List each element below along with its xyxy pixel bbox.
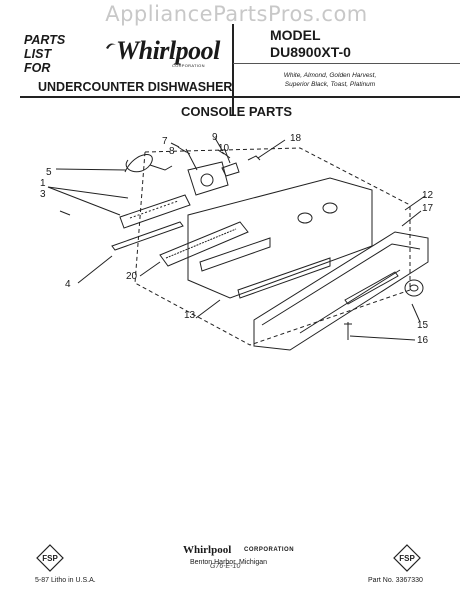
harness-lead	[149, 164, 173, 171]
callout-9: 9	[212, 132, 218, 143]
whirlpool-logo-corporation: CORPORATION	[172, 63, 205, 68]
watermark-text: AppliancePartsPros.com	[105, 2, 368, 26]
callout-10: 10	[218, 143, 230, 154]
screw-16	[344, 322, 352, 340]
color-options: White, Almond, Golden Harvest, Superior …	[255, 71, 405, 89]
clip-18	[247, 155, 261, 161]
assembly-outline	[134, 147, 411, 346]
callout-8: 8	[169, 146, 175, 157]
parts-list-label: PARTS LIST FOR	[24, 33, 65, 75]
callout-13: 13	[184, 310, 196, 321]
console-trim-line	[299, 269, 401, 334]
panel-lower-slot	[237, 257, 331, 299]
header-rule	[20, 96, 460, 98]
callout-17: 17	[422, 203, 434, 214]
callout-15: 15	[417, 320, 429, 331]
callout-12: 12	[422, 190, 434, 201]
lens-strip	[111, 221, 184, 251]
footer-corporation: CORPORATION	[244, 547, 295, 553]
part-number: Part No. 3367330	[368, 577, 423, 584]
litho-note: 5-87 Litho in U.S.A.	[35, 577, 96, 584]
pushbutton-rail	[119, 194, 191, 229]
fsp-text-right: FSP	[399, 554, 415, 563]
callout-5: 5	[46, 167, 52, 178]
timer-bracket	[221, 162, 240, 177]
section-title: CONSOLE PARTS	[181, 104, 292, 119]
knob	[404, 279, 424, 297]
product-type: UNDERCOUNTER DISHWASHER	[38, 80, 233, 94]
callout-20: 20	[126, 271, 138, 282]
console-trim-edge	[261, 243, 421, 326]
switch-bank	[159, 221, 249, 267]
fsp-logo-left: FSP	[36, 544, 64, 572]
trim-slot	[344, 271, 399, 305]
footer-brand: Whirlpool	[183, 544, 232, 556]
panel-hole-2	[322, 202, 338, 214]
fsp-logo-right: FSP	[393, 544, 421, 572]
model-box	[232, 24, 462, 116]
callout-16: 16	[417, 335, 429, 346]
screw-3	[59, 210, 71, 216]
callout-1: 1	[40, 178, 46, 189]
model-label: MODEL	[270, 27, 321, 43]
for-word: FOR	[24, 61, 51, 75]
console-panel	[187, 177, 373, 299]
panel-hole-1	[297, 212, 313, 224]
screw-9	[217, 149, 231, 159]
timer	[187, 161, 229, 196]
callout-4: 4	[65, 279, 71, 290]
handwritten-note: G76-E-10	[210, 563, 241, 570]
callout-7: 7	[162, 136, 168, 147]
callout-18: 18	[290, 133, 302, 144]
model-divider	[233, 63, 460, 64]
whirlpool-logo: Whirlpool	[116, 36, 220, 65]
parts-word: PARTS	[24, 33, 66, 47]
whirlpool-swirl-icon	[106, 43, 116, 49]
list-word: LIST	[24, 47, 52, 61]
model-number: DU8900XT-0	[270, 44, 351, 60]
wire-harness	[124, 154, 153, 173]
timer-hub	[200, 173, 214, 187]
callout-3: 3	[40, 189, 46, 200]
console-trim	[253, 231, 429, 351]
color-options-line1: White, Almond, Golden Harvest,	[283, 72, 377, 79]
fsp-text-left: FSP	[42, 554, 58, 563]
panel-slot	[199, 237, 271, 272]
footer-address: Benton Harbor, Michigan	[190, 559, 268, 566]
color-options-line2: Superior Black, Toast, Platinum	[284, 81, 376, 88]
